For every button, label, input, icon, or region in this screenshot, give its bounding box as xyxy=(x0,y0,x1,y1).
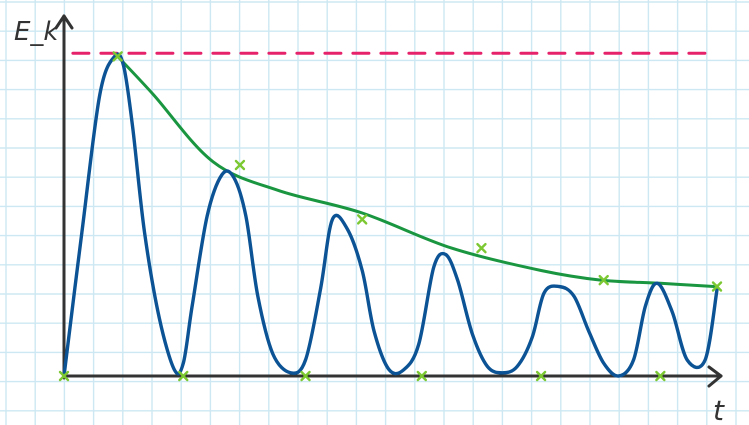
cross-marker xyxy=(598,274,609,286)
x-axis-arrowhead xyxy=(707,365,723,388)
cross-marker-stroke xyxy=(356,214,368,225)
cross-marker xyxy=(711,281,723,292)
cross-marker xyxy=(535,370,547,382)
cross-marker-stroke xyxy=(178,370,189,382)
cross-marker-stroke xyxy=(535,370,547,382)
cross-marker-stroke xyxy=(58,370,70,382)
cross-marker xyxy=(178,370,189,382)
marker-layer xyxy=(58,51,723,382)
series-layer xyxy=(62,51,719,378)
y-axis-arrowhead xyxy=(54,14,74,30)
cross-marker xyxy=(655,370,666,382)
cross-marker-stroke xyxy=(476,242,487,254)
cross-marker-stroke xyxy=(234,159,246,171)
oscillation-series-line xyxy=(62,52,719,378)
cross-marker-stroke xyxy=(416,370,428,382)
cross-marker xyxy=(476,242,487,254)
cross-marker-stroke xyxy=(598,274,609,286)
cross-marker xyxy=(416,370,428,382)
cross-marker-stroke xyxy=(655,370,666,382)
cross-marker xyxy=(58,370,70,382)
cross-marker-stroke xyxy=(112,51,123,62)
x-axis-label: t xyxy=(713,394,725,425)
axes xyxy=(54,14,723,388)
y-axis-label: E_k xyxy=(14,17,59,47)
cross-marker xyxy=(234,159,246,171)
cross-marker-stroke xyxy=(300,370,311,382)
cross-marker xyxy=(356,214,368,225)
cross-marker xyxy=(112,51,123,62)
cross-marker xyxy=(300,370,311,382)
cross-marker-stroke xyxy=(711,281,723,292)
envelope-series-line xyxy=(116,54,716,288)
